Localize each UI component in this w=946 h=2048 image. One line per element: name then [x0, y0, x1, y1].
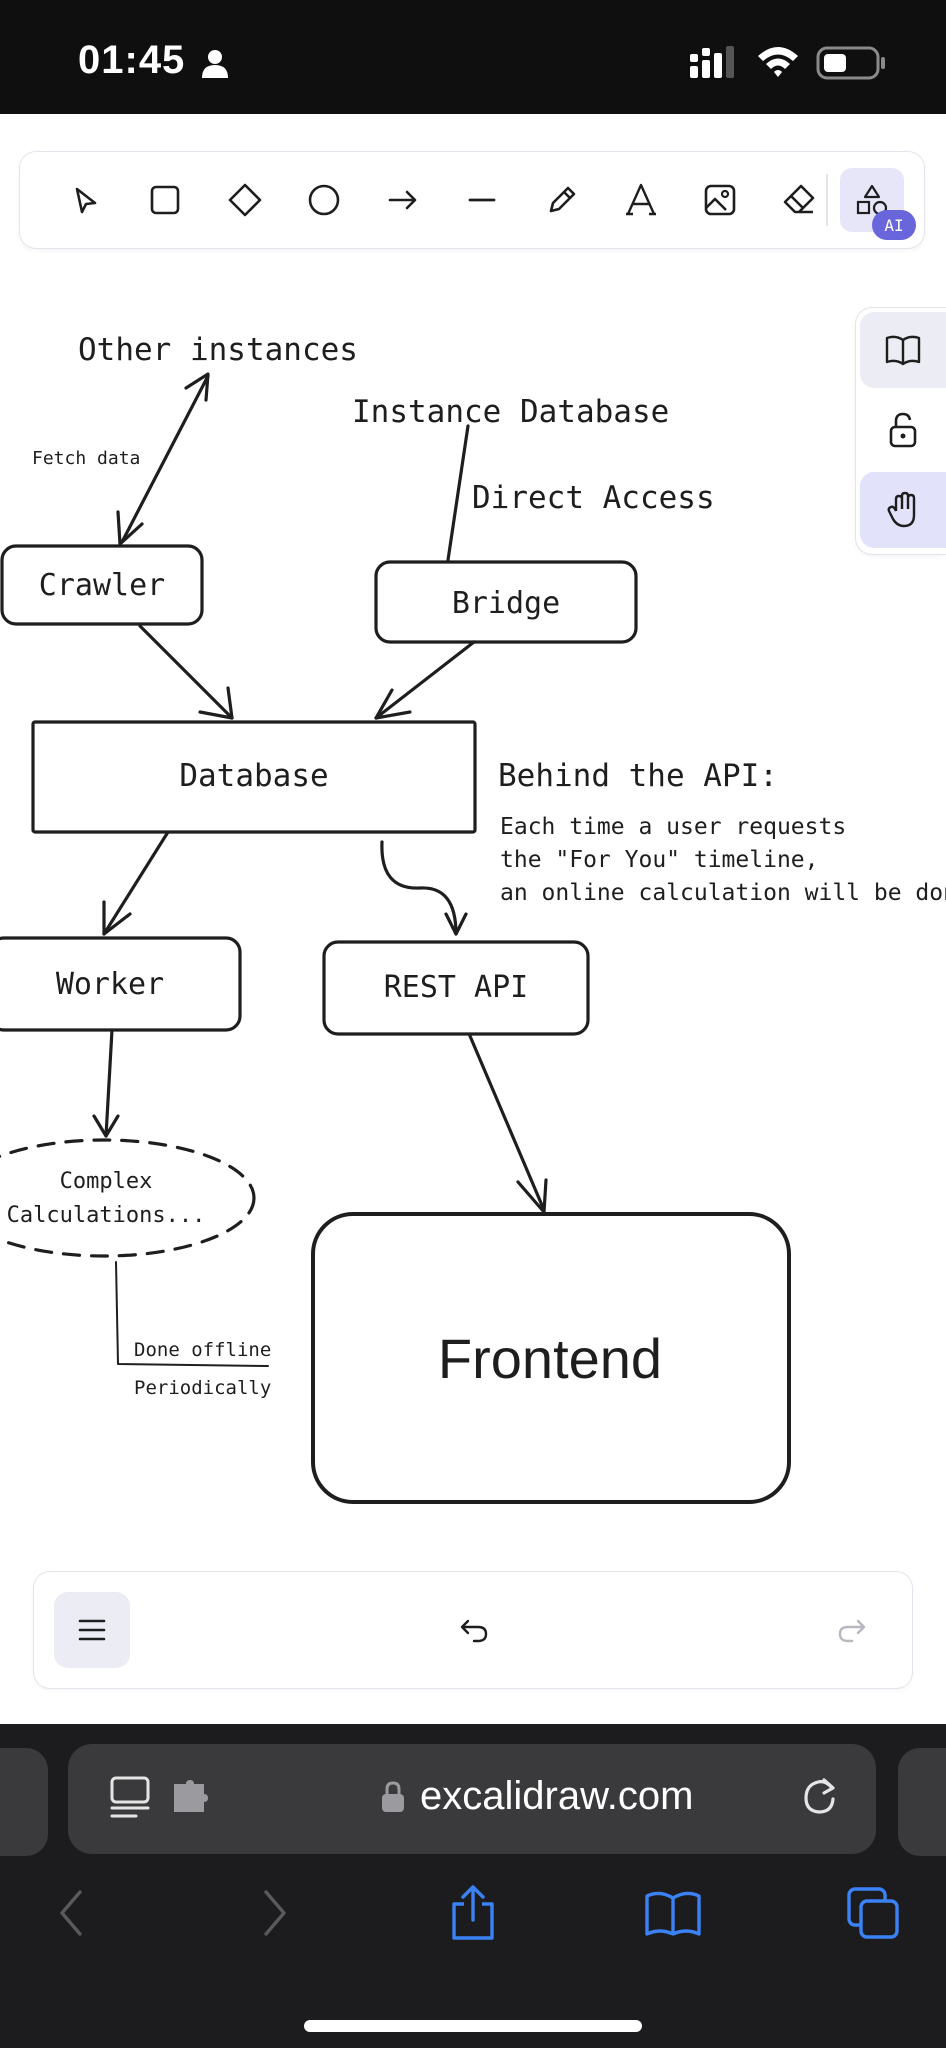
database-label: Database	[179, 758, 328, 794]
bookmarks-button[interactable]	[638, 1878, 708, 1948]
shape-toolbar	[20, 152, 924, 248]
direct-access-line[interactable]	[446, 424, 470, 562]
rest-api-box[interactable]	[322, 940, 590, 1036]
reload-icon[interactable]	[798, 1774, 842, 1824]
battery-icon	[816, 46, 886, 84]
hand-tool-button[interactable]	[860, 472, 946, 548]
bridge-to-database-arrow[interactable]	[374, 640, 476, 720]
main-menu-button[interactable]	[54, 1592, 130, 1668]
browser-chrome: excalidraw.com	[0, 1724, 946, 2048]
lock-icon	[380, 1780, 406, 1818]
previous-tab-preview[interactable]	[0, 1748, 48, 1856]
toolbar-divider	[826, 174, 828, 226]
address-bar[interactable]: excalidraw.com	[68, 1744, 876, 1854]
side-panel	[856, 308, 946, 554]
fetch-data-arrow[interactable]	[120, 374, 210, 544]
complex-label-1: Complex	[60, 1169, 153, 1194]
line-icon	[468, 198, 496, 202]
diamond-icon	[228, 183, 262, 217]
forward-button[interactable]	[240, 1878, 310, 1948]
behind-api-line-2: the "For You" timeline,	[500, 847, 819, 873]
other-instances-label: Other instances	[78, 332, 358, 368]
selection-tool-button[interactable]	[54, 168, 118, 232]
crawler-to-database-arrow[interactable]	[138, 624, 234, 720]
rest-to-frontend-arrow[interactable]	[468, 1034, 546, 1212]
worker-box[interactable]	[0, 936, 242, 1032]
chevron-right-icon	[264, 1890, 286, 1936]
back-button[interactable]	[36, 1878, 106, 1948]
worker-to-complex-arrow[interactable]	[104, 1028, 114, 1138]
complex-label-2: Calculations...	[7, 1203, 206, 1228]
hand-icon	[887, 491, 916, 528]
ellipse-icon	[308, 184, 340, 216]
bridge-label: Bridge	[452, 586, 560, 621]
person-icon	[200, 48, 230, 82]
direct-access-label: Direct Access	[472, 480, 715, 516]
rectangle-tool-button[interactable]	[133, 168, 197, 232]
tabs-button[interactable]	[838, 1878, 908, 1948]
rectangle-icon	[150, 185, 180, 215]
text-icon	[626, 183, 656, 216]
reader-icon[interactable]	[108, 1774, 152, 1824]
arrow-icon	[388, 190, 417, 210]
image-icon	[704, 184, 736, 216]
lock-button[interactable]	[860, 392, 946, 468]
cellular-signal-icon	[690, 46, 736, 82]
url-text: excalidraw.com	[420, 1774, 694, 1818]
database-to-worker-arrow[interactable]	[102, 830, 170, 936]
home-indicator	[304, 2020, 642, 2032]
crawler-box[interactable]	[0, 544, 204, 626]
pencil-tool-button[interactable]	[530, 168, 594, 232]
frontend-label: Frontend	[438, 1327, 662, 1390]
eraser-icon	[783, 184, 815, 214]
bridge-box[interactable]	[374, 560, 638, 644]
unlock-icon	[889, 412, 917, 448]
share-button[interactable]	[438, 1878, 508, 1948]
selection-icon	[75, 187, 97, 214]
database-to-rest-arrow[interactable]	[380, 840, 458, 936]
behind-api-line-1: Each time a user requests	[500, 814, 846, 840]
text-tool-button[interactable]	[609, 168, 673, 232]
done-offline-label: Done offline	[134, 1339, 271, 1361]
rest-api-label: REST API	[384, 970, 529, 1005]
chevron-left-icon	[60, 1890, 82, 1936]
undo-icon	[460, 1619, 488, 1643]
fetch-data-label: Fetch data	[32, 448, 140, 469]
complex-calculations-ellipse[interactable]	[0, 1138, 256, 1258]
status-time: 01:45	[78, 38, 186, 82]
undo-button[interactable]	[444, 1602, 504, 1658]
behind-api-line-3: an online calculation will be done.	[500, 880, 946, 906]
line-tool-button[interactable]	[450, 168, 514, 232]
diamond-tool-button[interactable]	[213, 168, 277, 232]
database-box[interactable]	[31, 720, 477, 834]
next-tab-preview[interactable]	[898, 1748, 946, 1856]
bookmarks-icon	[645, 1891, 701, 1936]
ai-badge[interactable]: AI	[872, 210, 916, 240]
bottom-bar	[34, 1572, 912, 1688]
worker-label: Worker	[56, 967, 164, 1002]
crawler-label: Crawler	[39, 568, 165, 603]
redo-button[interactable]	[822, 1602, 882, 1658]
drawing-canvas[interactable]: Other instances Fetch data Instance Data…	[0, 250, 946, 1550]
tabs-icon	[847, 1887, 899, 1939]
done-offline-line[interactable]	[115, 1261, 269, 1367]
extension-icon[interactable]	[170, 1780, 214, 1820]
wifi-icon	[756, 44, 800, 82]
share-icon	[452, 1885, 494, 1940]
library-icon	[885, 335, 921, 366]
status-bar: 01:45	[0, 0, 946, 114]
menu-icon	[78, 1619, 106, 1641]
ellipse-tool-button[interactable]	[292, 168, 356, 232]
instance-database-label: Instance Database	[352, 394, 669, 430]
redo-icon	[838, 1619, 866, 1643]
frontend-box[interactable]	[311, 1212, 791, 1504]
eraser-tool-button[interactable]	[767, 168, 831, 232]
pencil-icon	[549, 186, 576, 213]
image-tool-button[interactable]	[688, 168, 752, 232]
arrow-tool-button[interactable]	[371, 168, 435, 232]
periodically-label: Periodically	[134, 1377, 271, 1399]
behind-api-label: Behind the API:	[498, 758, 778, 794]
library-button[interactable]	[860, 312, 946, 388]
